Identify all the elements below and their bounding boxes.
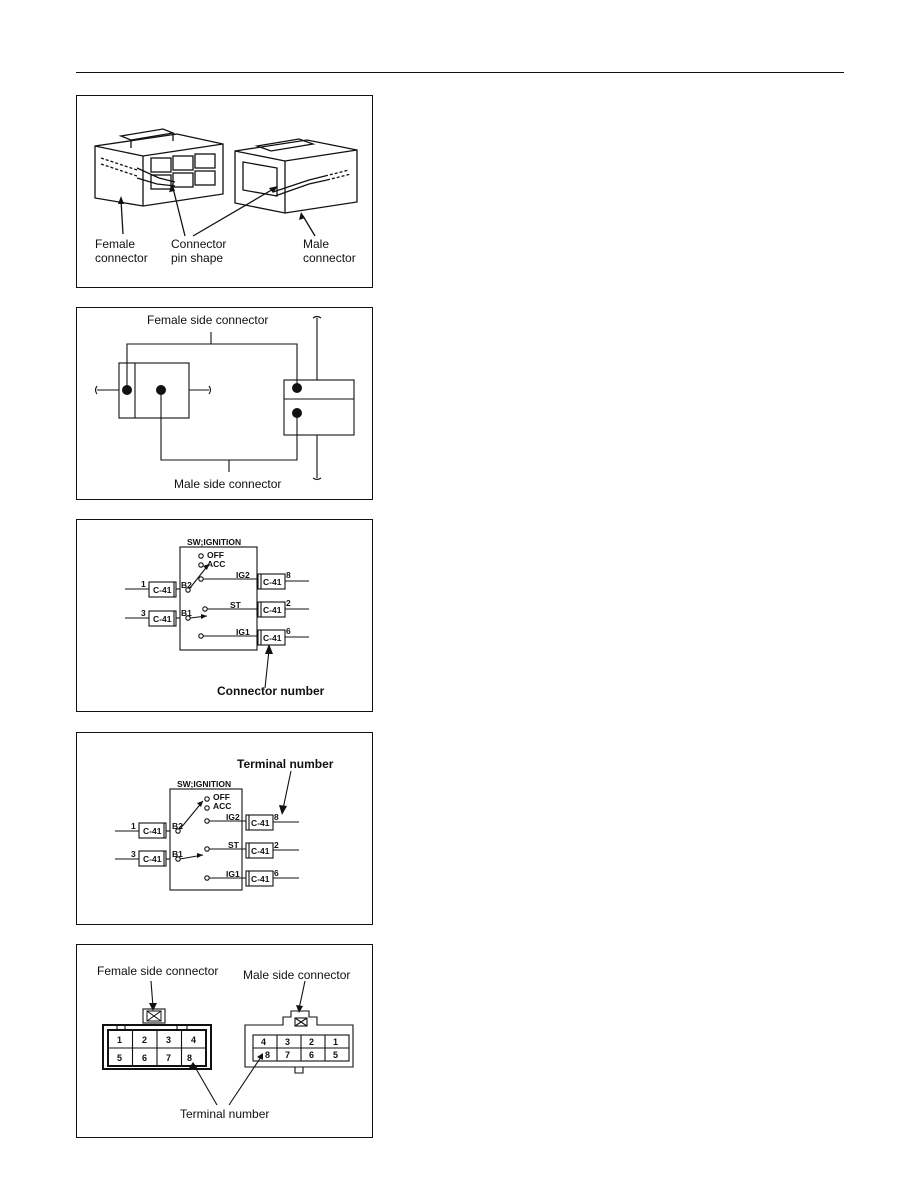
female-pin-5: 5 xyxy=(117,1053,122,1063)
female-connector-label-2: connector xyxy=(95,251,148,265)
conn-right-1: C-41 xyxy=(263,577,282,587)
connector-illustration: Female connector Connector pin shape Mal… xyxy=(94,128,358,265)
pin-shape-label-1: Connector xyxy=(171,237,226,251)
pos-off: OFF xyxy=(207,550,224,560)
female-side-label: Female side connector xyxy=(147,313,268,327)
male-connector-label-2: connector xyxy=(303,251,356,265)
switch-title: SW;IGNITION xyxy=(187,537,241,547)
conn-right-2b: C-41 xyxy=(251,846,270,856)
male-pin-8: 8 xyxy=(265,1050,270,1060)
pin-left-1b: 1 xyxy=(131,821,136,831)
male-connector-label-1: Male xyxy=(303,237,329,251)
pin-right-8: 8 xyxy=(286,570,291,580)
b1-label: B1 xyxy=(181,608,192,618)
b2-label: B2 xyxy=(181,580,192,590)
terminal-layout-figure: Female side connector Male side connecto… xyxy=(76,944,373,1138)
male-pin-7: 7 xyxy=(285,1050,290,1060)
ignition-switch-terminal-number: Terminal number SW;IGNITION OFF ACC IG2 … xyxy=(76,732,373,925)
terminal-number-label: Terminal number xyxy=(180,1107,269,1121)
conn-right-3b: C-41 xyxy=(251,874,270,884)
ignition-switch-connector-number: SW;IGNITION OFF ACC IG2 ST IG1 B2 B1 C-4… xyxy=(76,519,373,712)
pos-st: ST xyxy=(230,600,242,610)
female-pin-4: 4 xyxy=(191,1035,196,1045)
ignition-switch-diagram-2: Terminal number SW;IGNITION OFF ACC IG2 … xyxy=(115,757,334,891)
male-pin-3: 3 xyxy=(285,1037,290,1047)
female-pin-3: 3 xyxy=(166,1035,171,1045)
pin-left-3: 3 xyxy=(141,608,146,618)
male-pin-4: 4 xyxy=(261,1037,266,1047)
conn-left-1b: C-41 xyxy=(143,826,162,836)
side-connector-diagram: Female side connector Male side connecto… xyxy=(94,313,355,491)
switch-body-2 xyxy=(169,788,243,891)
pos-off-2: OFF xyxy=(213,792,230,802)
male-pin-2: 2 xyxy=(309,1037,314,1047)
conn-left-2: C-41 xyxy=(153,614,172,624)
pos-ig2-2: IG2 xyxy=(226,812,240,822)
switch-title-2: SW;IGNITION xyxy=(177,779,231,789)
female-connector-label-1: Female xyxy=(95,237,135,251)
female-pin-7: 7 xyxy=(166,1053,171,1063)
conn-right-3: C-41 xyxy=(263,633,282,643)
female-side-label-2: Female side connector xyxy=(97,964,218,978)
male-pin-6: 6 xyxy=(309,1050,314,1060)
male-side-label: Male side connector xyxy=(174,477,281,491)
female-pin-8: 8 xyxy=(187,1053,192,1063)
pos-acc: ACC xyxy=(207,559,225,569)
conn-left-1: C-41 xyxy=(153,585,172,595)
b1-label-2: B1 xyxy=(172,849,183,859)
pin-right-8b: 8 xyxy=(274,812,279,822)
conn-right-2: C-41 xyxy=(263,605,282,615)
pos-acc-2: ACC xyxy=(213,801,231,811)
pin-right-2: 2 xyxy=(286,598,291,608)
conn-left-2b: C-41 xyxy=(143,854,162,864)
female-pin-1: 1 xyxy=(117,1035,122,1045)
male-side-label-2: Male side connector xyxy=(243,968,350,982)
header-rule xyxy=(76,72,844,73)
terminal-layout-diagram: Female side connector Male side connecto… xyxy=(97,964,354,1121)
conn-right-1b: C-41 xyxy=(251,818,270,828)
pin-left-3b: 3 xyxy=(131,849,136,859)
pin-right-2b: 2 xyxy=(274,840,279,850)
pos-st-2: ST xyxy=(228,840,240,850)
connector-side-schematic: Female side connector Male side connecto… xyxy=(76,307,373,500)
pos-ig1-2: IG1 xyxy=(226,869,240,879)
pin-right-6b: 6 xyxy=(274,868,279,878)
b2-label-2: B2 xyxy=(172,821,183,831)
connector-number-callout: Connector number xyxy=(217,684,325,698)
connector-pin-shape-figure: Female connector Connector pin shape Mal… xyxy=(76,95,373,288)
terminal-number-callout: Terminal number xyxy=(237,757,334,771)
female-pin-2: 2 xyxy=(142,1035,147,1045)
pin-shape-label-2: pin shape xyxy=(171,251,223,265)
male-pin-1: 1 xyxy=(333,1037,338,1047)
pin-right-6: 6 xyxy=(286,626,291,636)
male-pin-5: 5 xyxy=(333,1050,338,1060)
pos-ig2: IG2 xyxy=(236,570,250,580)
pin-left-1: 1 xyxy=(141,579,146,589)
pos-ig1: IG1 xyxy=(236,627,250,637)
female-pin-6: 6 xyxy=(142,1053,147,1063)
switch-body xyxy=(179,546,258,651)
ignition-switch-diagram-1: SW;IGNITION OFF ACC IG2 ST IG1 B2 B1 C-4… xyxy=(125,537,325,698)
